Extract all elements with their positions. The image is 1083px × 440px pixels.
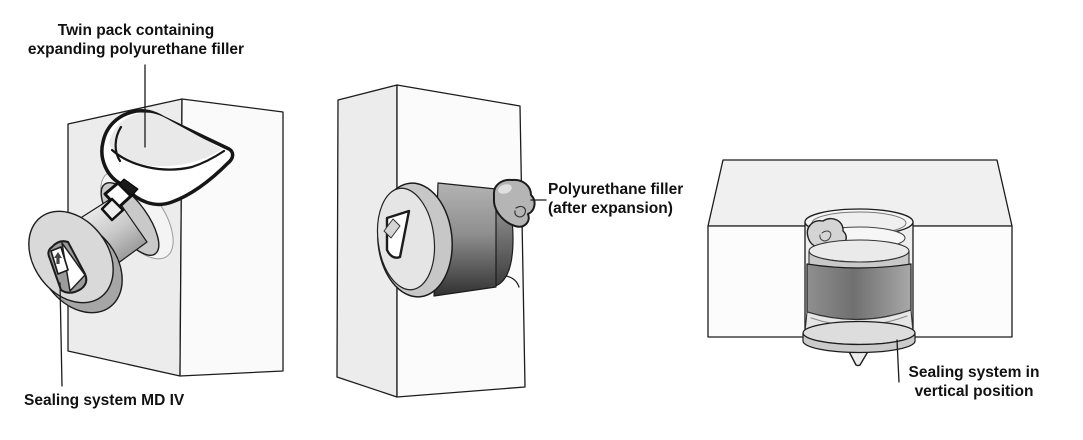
filler-blob-curl bbox=[819, 230, 832, 242]
label-twin-pack: Twin pack containing expanding polyureth… bbox=[27, 22, 245, 58]
bag-fold-line bbox=[110, 148, 226, 171]
arrow-up-icon bbox=[53, 252, 62, 264]
aperture-arrow-tab bbox=[383, 218, 401, 239]
bottom-flange-band bbox=[802, 332, 916, 354]
figure-vertical-position bbox=[707, 159, 1013, 383]
filler-blob-highlight bbox=[498, 184, 512, 194]
figure-filler-expanded bbox=[336, 84, 547, 398]
label-vertical-position: Sealing system in vertical position bbox=[908, 364, 1040, 400]
front-face bbox=[376, 187, 436, 291]
nozzle-tip bbox=[100, 197, 125, 222]
figure-sealing-system-angled bbox=[28, 64, 284, 387]
label-polyurethane-filler: Polyurethane filler (after expansion) bbox=[548, 181, 684, 217]
plug-body bbox=[806, 263, 912, 321]
label-sealing-system-md4: Sealing system MD IV bbox=[24, 392, 185, 409]
leader-line-vertical bbox=[896, 339, 900, 383]
bag-shading bbox=[109, 112, 222, 167]
wall-hole-notch bbox=[505, 275, 520, 288]
leader-line-sealing-system bbox=[59, 282, 63, 387]
bag-crease-line bbox=[114, 125, 123, 163]
filler-blob-curl bbox=[514, 205, 527, 218]
